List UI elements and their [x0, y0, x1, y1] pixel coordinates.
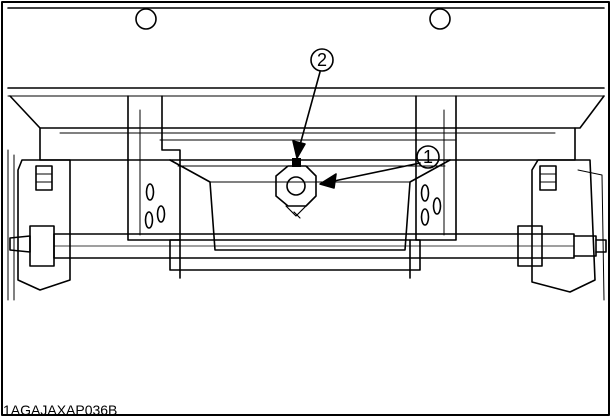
callout-1: 1 — [319, 145, 440, 189]
right-bracket — [415, 95, 457, 241]
callout-1-leader — [333, 162, 421, 182]
plug-nipple — [292, 158, 301, 167]
callout-1-arrowhead — [319, 173, 337, 189]
callout-2-number: 2 — [317, 50, 327, 70]
body-panel — [7, 7, 605, 97]
callout-1-number: 1 — [423, 147, 433, 167]
right-side-mount — [531, 159, 605, 301]
left-bracket — [127, 95, 181, 241]
drain-plug — [275, 165, 317, 219]
left-side-mount — [7, 149, 71, 301]
callout-2-circle — [310, 48, 334, 72]
callout-2-arrowhead — [292, 140, 306, 159]
callout-2: 2 — [292, 48, 334, 159]
callout-1-circle — [416, 145, 440, 169]
oil-pan — [9, 95, 605, 251]
figure-reference-code: 1AGAJAXAP036B — [3, 402, 118, 418]
callout-2-leader — [299, 71, 321, 146]
axle-rod — [9, 225, 607, 279]
